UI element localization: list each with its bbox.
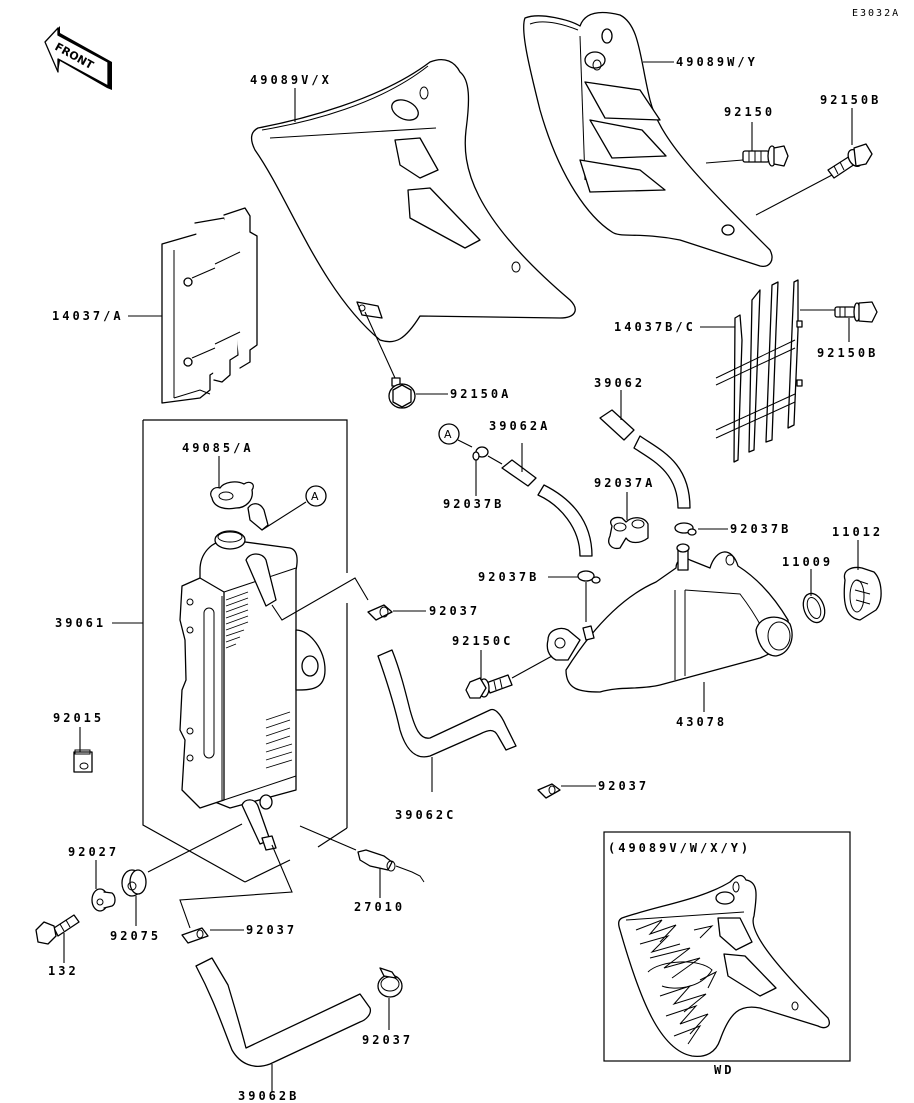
label-43078[interactable]: 43078 [676,715,727,729]
label-49089WY[interactable]: 49089W/Y [676,55,758,69]
label-92037B-right[interactable]: 92037B [730,522,791,536]
leader-radiator-switch [299,825,357,851]
bolt-92150B-guard[interactable] [834,301,878,323]
label-92037B-tank[interactable]: 92037B [478,570,539,584]
label-11009[interactable]: 11009 [782,555,833,569]
leader-radiator-upper [271,577,369,621]
bolt-92150B-upper[interactable] [827,143,873,179]
leader-radiator-grommet [147,823,243,873]
reference-marker-a-upper[interactable]: A [438,423,460,445]
label-39062[interactable]: 39062 [594,376,645,390]
label-92037A[interactable]: 92037A [594,476,655,490]
label-39061[interactable]: 39061 [55,616,106,630]
collar-92027[interactable] [91,888,116,912]
bolt-92150[interactable] [742,145,789,167]
svg-text:A: A [444,428,452,441]
label-27010[interactable]: 27010 [354,900,405,914]
label-132[interactable]: 132 [48,964,79,978]
bolt-132[interactable] [35,914,80,945]
label-92150C[interactable]: 92150C [452,634,513,648]
label-92037-lower-right[interactable]: 92037 [362,1033,413,1047]
label-92150A[interactable]: 92150A [450,387,511,401]
leader-92150 [705,159,744,164]
reserve-tank-43078[interactable] [546,543,793,693]
label-39062B[interactable]: 39062B [238,1089,299,1103]
front-arrow-icon: FRONT [44,26,112,90]
label-92015[interactable]: 92015 [53,711,104,725]
label-39062C[interactable]: 39062C [395,808,456,822]
leader-radiator-lower [179,844,293,929]
clamp-92037-lower-right[interactable] [377,967,403,998]
label-92150[interactable]: 92150 [724,105,775,119]
label-92027[interactable]: 92027 [68,845,119,859]
label-92150B-upper[interactable]: 92150B [820,93,881,107]
inset-decal-variant: (49089V/W/X/Y) WD [603,831,851,1077]
shroud-left[interactable] [250,58,576,343]
label-14037BC[interactable]: 14037B/C [614,320,696,334]
label-11012[interactable]: 11012 [832,525,883,539]
label-92037B-left[interactable]: 92037B [443,497,504,511]
clamp-92037B-right[interactable] [674,522,697,536]
clamp-92037B-tank[interactable] [577,570,601,584]
inset-title: (49089V/W/X/Y) [608,841,751,855]
radiator-guard-right[interactable] [715,279,803,463]
inset-caption: WD [714,1063,734,1077]
leader-marker-a [457,439,473,448]
hose-39062[interactable] [599,409,691,509]
radiator-box-bottom2 [244,859,291,883]
clamp-92037-mid[interactable] [537,783,561,799]
label-92037-upper[interactable]: 92037 [429,604,480,618]
decal-graphic [635,919,718,1045]
leader-92150B-upper [755,174,833,216]
label-92037-lower-left[interactable]: 92037 [246,923,297,937]
switch-27010[interactable] [357,849,425,883]
shroud-right[interactable] [523,11,773,267]
leader-92150A-shroud [364,311,396,379]
label-49089VX[interactable]: 49089V/X [250,73,332,87]
radiator-guard-left[interactable] [161,207,258,404]
gasket-11009[interactable] [799,590,828,625]
radiator-39061[interactable] [179,503,326,851]
label-49085A[interactable]: 49085/A [182,441,254,455]
label-39062A[interactable]: 39062A [489,419,550,433]
leader-92150C-tank [511,655,553,679]
bolt-92150C[interactable] [465,674,513,699]
radiator-cap-49085A[interactable] [210,481,254,510]
label-92075[interactable]: 92075 [110,929,161,943]
label-14037A[interactable]: 14037/A [52,309,124,323]
hose-39062C[interactable] [377,649,517,758]
nut-clip-92015[interactable] [73,749,93,773]
label-92037-mid[interactable]: 92037 [598,779,649,793]
hose-39062A[interactable] [501,459,593,557]
clamp-92037-upper[interactable] [367,604,393,621]
radiator-box-top [143,419,348,573]
leader-marker-a-radiator [261,501,307,531]
label-92150B-guard[interactable]: 92150B [817,346,878,360]
clamp-92037-lower-left[interactable] [181,927,209,944]
svg-text:A: A [311,490,319,503]
radiator-box-bottom [317,827,348,848]
diagram-code: E3032A [852,8,900,19]
grommet-92075[interactable] [121,869,147,897]
leader-clamp-hose [487,455,503,465]
reference-marker-a-radiator[interactable]: A [305,485,327,507]
tank-cap-11012[interactable] [843,566,882,621]
radiator-box-left [142,420,246,883]
clamp-92037B-left[interactable] [472,446,489,461]
clamp-92037A[interactable] [608,516,649,550]
hose-39062B[interactable] [195,957,372,1067]
bolt-92150A[interactable] [388,377,416,409]
